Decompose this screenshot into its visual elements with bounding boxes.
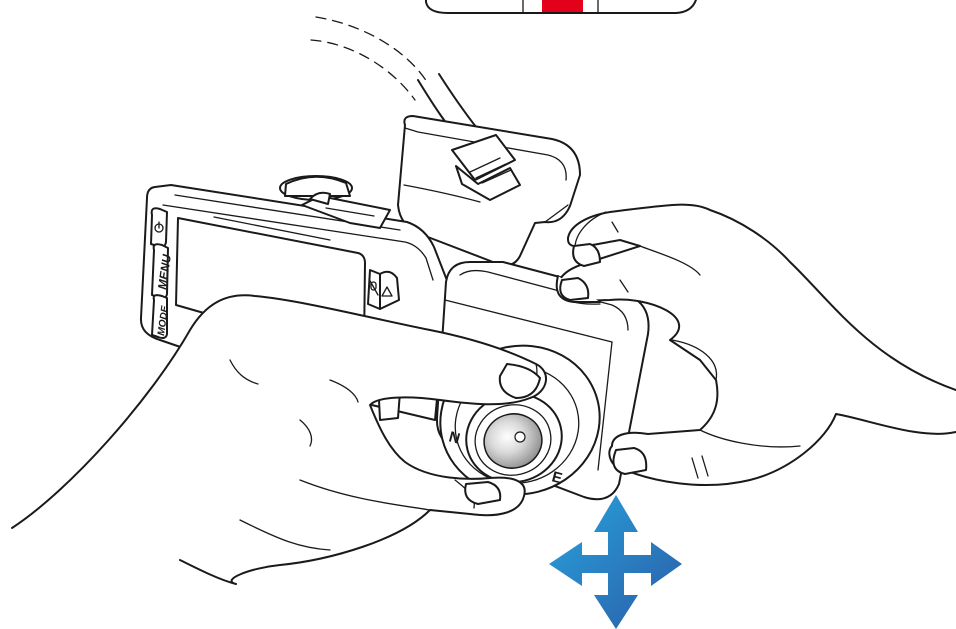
red-indicator (542, 0, 583, 12)
top-indicator-panel (426, 0, 697, 13)
four-way-arrow-icon (549, 495, 682, 629)
fingernail (465, 482, 500, 504)
fingernail (573, 244, 600, 266)
power-button[interactable] (151, 208, 167, 247)
mic-button[interactable] (368, 270, 380, 309)
dashed-motion-lines (311, 17, 427, 100)
fingernail (560, 278, 588, 300)
fingernail (613, 448, 646, 474)
